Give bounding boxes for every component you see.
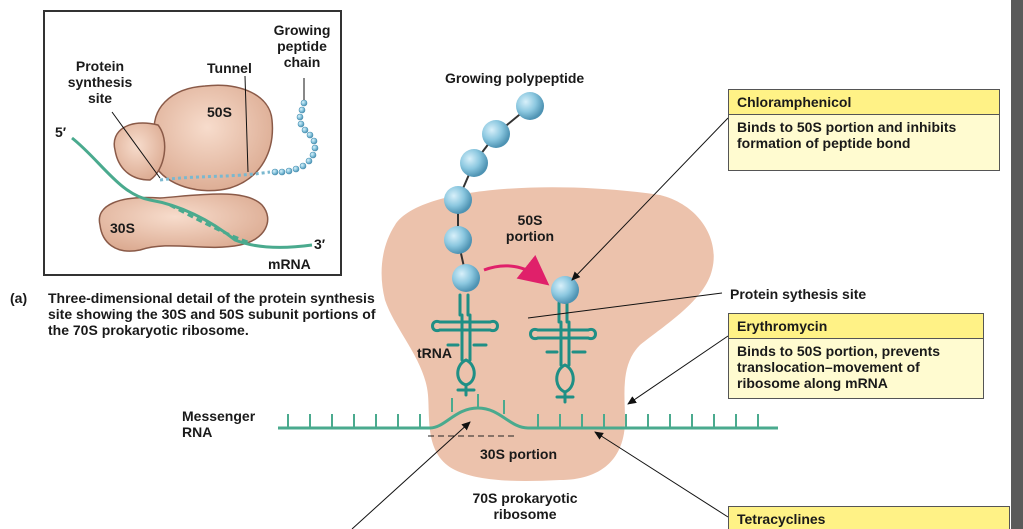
drug-box-chloramphenicol: Chloramphenicol Binds to 50S portion and… <box>728 89 1000 171</box>
inset-label-30s: 30S <box>110 220 135 236</box>
drug-name-tetracyclines: Tetracyclines <box>729 507 1009 529</box>
inset-label-growing-chain: Growing peptide chain <box>273 22 331 70</box>
label-growing-polypeptide: Growing polypeptide <box>445 70 585 86</box>
trna-left <box>431 293 499 397</box>
inset-label-5prime: 5′ <box>55 124 67 140</box>
inset-peptide-chain <box>271 99 319 176</box>
trna-right <box>529 301 597 404</box>
caption-tag: (a) <box>10 290 28 306</box>
inset-50s-subunit <box>153 84 274 192</box>
window-edge <box>1011 0 1023 529</box>
inset-label-3prime: 3′ <box>314 236 326 252</box>
label-70s-ribosome: 70S prokaryotic ribosome <box>472 490 578 522</box>
mrna-ticks <box>287 394 759 428</box>
inset-label-protein-site: Protein synthesis site <box>67 58 133 106</box>
drug-desc-chloramphenicol: Binds to 50S portion and inhibits format… <box>737 119 957 151</box>
growing-polypeptide-chain <box>444 92 579 304</box>
inset-ribosome <box>71 75 319 252</box>
label-50s-portion: 50S portion <box>505 212 555 244</box>
label-30s-portion: 30S portion <box>480 446 558 462</box>
label-messenger-rna: Messenger RNA <box>182 408 256 440</box>
peptide-transfer-arrow <box>483 255 550 286</box>
drug-name-chloramphenicol: Chloramphenicol <box>729 90 999 115</box>
pointer-lines <box>351 117 729 529</box>
inset-frame <box>43 10 342 276</box>
inset-label-mrna: mRNA <box>268 256 311 272</box>
70s-ribosome-body <box>381 187 714 481</box>
label-protein-synthesis-site: Protein sythesis site <box>730 286 867 302</box>
inset-30s-subunit <box>98 193 269 252</box>
drug-name-erythromycin: Erythromycin <box>729 314 983 339</box>
drug-desc-erythromycin: Binds to 50S portion, prevents transloca… <box>737 343 941 391</box>
inset-label-tunnel: Tunnel <box>207 60 252 76</box>
label-trna: tRNA <box>417 345 452 361</box>
drug-box-tetracyclines: Tetracyclines <box>728 506 1010 529</box>
inset-label-50s: 50S <box>207 104 232 120</box>
caption-text: Three-dimensional detail of the protein … <box>48 290 376 338</box>
drug-box-erythromycin: Erythromycin Binds to 50S portion, preve… <box>728 313 984 399</box>
